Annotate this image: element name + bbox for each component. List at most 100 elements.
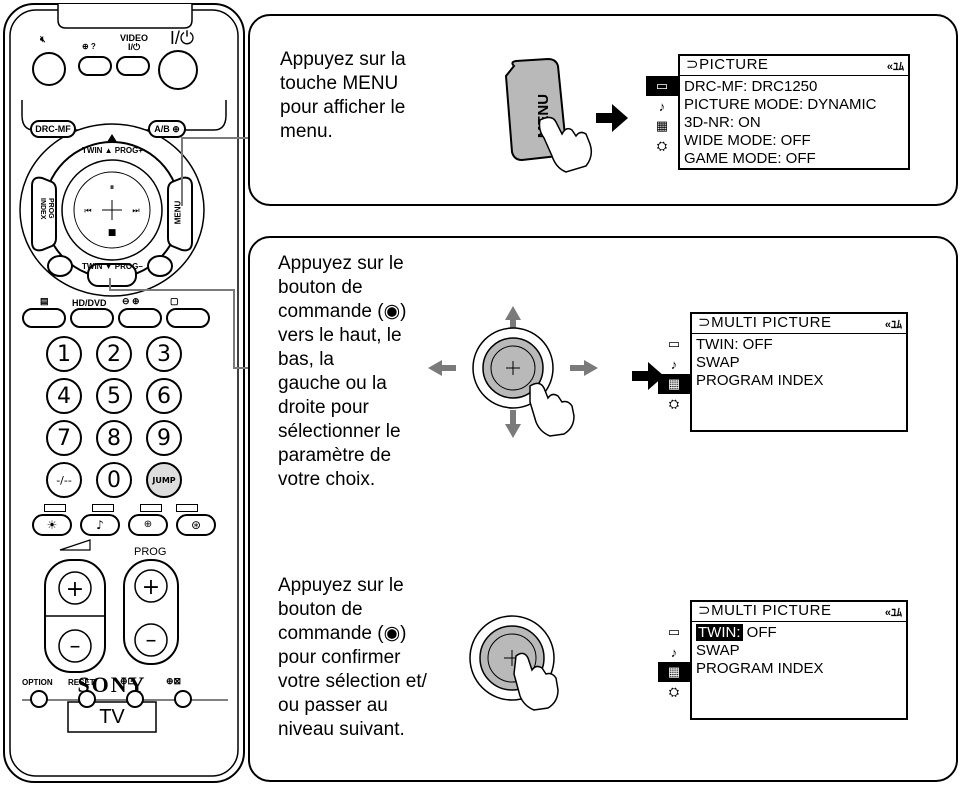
teletext-button[interactable] (22, 308, 66, 328)
sleep-icon: ⊕⊠ (166, 676, 182, 686)
led-indicator (140, 504, 162, 512)
osd-item-list: TWIN: OFF SWAP PROGRAM INDEX (696, 624, 902, 678)
timer-button[interactable] (126, 690, 144, 708)
picture-icon[interactable]: ▭ (667, 336, 681, 351)
sony-osd-icon: «ﾕﾑ (884, 607, 902, 619)
menu-button-illustration: MENU (504, 57, 593, 173)
wide-mode-button[interactable]: ⊛ (176, 514, 216, 536)
osd-item-twin-highlight: TWIN: (696, 624, 743, 641)
svg-text:⏭: ⏭ (132, 206, 139, 215)
osd-item-twin[interactable]: TWIN: OFF (696, 336, 773, 353)
sony-osd-icon: «ﾕﾑ (884, 319, 902, 331)
osd-item-program-index[interactable]: PROGRAM INDEX (696, 372, 824, 389)
mute-icon: 🔇︎ (40, 34, 46, 44)
number-4-button[interactable]: 4 (46, 378, 82, 414)
number-2-button[interactable]: 2 (96, 336, 132, 372)
sound-icon[interactable]: ♪ (658, 98, 666, 114)
remote-control: ⏸ ■ ⏮ ⏭ + – + – 🔇︎ ⊕ ? VIDE (0, 0, 250, 789)
osd-item-list: DRC-MF: DRC1250 PICTURE MODE: DYNAMIC 3D… (684, 78, 904, 168)
number-9-button[interactable]: 9 (146, 420, 182, 456)
svg-text:–: – (70, 634, 81, 659)
multi-picture-icon[interactable]: ▦ (658, 374, 690, 394)
number-7-button[interactable]: 7 (46, 420, 82, 456)
osd-title: ⊃MULTI PICTURE (698, 602, 832, 619)
surround-button[interactable]: ⊕ (128, 514, 168, 536)
setup-icon[interactable]: ⛭ (668, 684, 680, 699)
prog-rocker[interactable] (124, 560, 178, 664)
osd-item-3d-nr[interactable]: 3D-NR: ON (684, 114, 761, 131)
hand-pointer-icon (529, 382, 575, 437)
prog-index-button[interactable]: PROG INDEX (39, 198, 54, 220)
osd-item-game-mode[interactable]: GAME MODE: OFF (684, 150, 816, 167)
video-power-button[interactable] (116, 56, 150, 76)
power-button[interactable] (158, 50, 198, 90)
picture-icon[interactable]: ▭ (667, 624, 681, 639)
volume-rocker[interactable] (45, 560, 105, 672)
panel3-text: Appuyez sur le bouton de commande (◉) po… (278, 575, 427, 740)
number-8-button[interactable]: 8 (96, 420, 132, 456)
drc-mf-button[interactable]: DRC-MF (30, 120, 76, 138)
hd-dvd-button[interactable] (70, 308, 114, 328)
hd-dvd-label: HD/DVD (72, 298, 107, 308)
menu-button-remote[interactable]: MENU (173, 200, 183, 225)
joystick-directions-illustration (428, 306, 598, 438)
twin-prog-top-label: TWIN ▲ PROG+ (82, 146, 144, 155)
sony-logo: SONY (77, 672, 147, 697)
number-5-button[interactable]: 5 (96, 378, 132, 414)
option-label: OPTION (22, 678, 53, 687)
ab-button[interactable]: A/B ⊕ (148, 120, 186, 138)
osd-item-swap[interactable]: SWAP (696, 642, 740, 659)
osd-title: ⊃MULTI PICTURE (698, 314, 832, 331)
hand-pointer-icon (538, 116, 593, 173)
number-1-button[interactable]: 1 (46, 336, 82, 372)
info-button[interactable] (78, 56, 112, 76)
joystick-button[interactable] (62, 160, 162, 260)
osd-item-wide-mode[interactable]: WIDE MODE: OFF (684, 132, 811, 149)
svg-text:⏮: ⏮ (84, 206, 91, 215)
mute-button[interactable] (32, 52, 66, 86)
sound-icon[interactable]: ♪ (670, 356, 678, 372)
led-indicator (44, 504, 66, 512)
multi-picture-icon[interactable]: ▦ (655, 118, 669, 133)
osd-item-program-index[interactable]: PROGRAM INDEX (696, 660, 824, 677)
osd-icon-column: ▭ ♪ ▦ ⛭ (646, 76, 680, 156)
hand-pointer-icon (513, 652, 559, 711)
osd-item-twin[interactable]: TWIN: OFF (696, 624, 902, 642)
osd-icon-column: ▭ ♪ ▦ ⛭ (658, 334, 692, 414)
screen-icon: ▢ (170, 296, 179, 306)
option-button[interactable] (30, 690, 48, 708)
osd-icon-column: ▭ ♪ ▦ ⛭ (658, 622, 692, 702)
sony-osd-icon: «ﾕﾑ (886, 61, 904, 73)
setup-icon[interactable]: ⛭ (668, 396, 680, 411)
osd-multi-picture-menu-selected: ⊃MULTI PICTURE «ﾕﾑ ▭ ♪ ▦ ⛭ TWIN: OFF SWA… (658, 600, 908, 720)
multi-picture-icon[interactable]: ▦ (658, 662, 690, 682)
teletext-icon: ▤ (40, 296, 49, 306)
number-0-button[interactable]: 0 (96, 462, 132, 498)
info-icon: ⊕ ? (82, 42, 96, 51)
osd-title: ⊃PICTURE (686, 56, 769, 73)
setup-icon[interactable]: ⛭ (656, 138, 668, 153)
power-label: I/⏻ (169, 28, 195, 48)
osd-item-twin-value: OFF (742, 624, 777, 641)
sound-mode-button[interactable]: ♪ (80, 514, 120, 536)
digit-mode-button[interactable]: -/-- (46, 462, 82, 498)
sound-icon[interactable]: ♪ (670, 644, 678, 660)
led-indicator (92, 504, 114, 512)
picture-mode-button[interactable]: ☀ (32, 514, 72, 536)
panel2-text: Appuyez sur le bouton de commande (◉) ve… (278, 253, 407, 490)
arrow-right-icon (596, 104, 628, 132)
picture-icon[interactable]: ▭ (646, 76, 678, 96)
osd-item-picture-mode[interactable]: PICTURE MODE: DYNAMIC (684, 96, 877, 113)
number-6-button[interactable]: 6 (146, 378, 182, 414)
jump-button[interactable]: JUMP (146, 462, 182, 498)
osd-item-swap[interactable]: SWAP (696, 354, 740, 371)
osd-picture-menu: ⊃PICTURE «ﾕﾑ ▭ ♪ ▦ ⛭ DRC-MF: DRC1250 PIC… (646, 54, 910, 170)
screen-button[interactable] (166, 308, 210, 328)
sleep-button[interactable] (174, 690, 192, 708)
reset-label: RESET (68, 678, 95, 687)
number-3-button[interactable]: 3 (146, 336, 182, 372)
osd-item-drc-mf[interactable]: DRC-MF: DRC1250 (684, 78, 818, 95)
reset-button[interactable] (78, 690, 96, 708)
panel1-text: Appuyez sur la touche MENU pour afficher… (280, 49, 406, 142)
input-button[interactable] (118, 308, 162, 328)
